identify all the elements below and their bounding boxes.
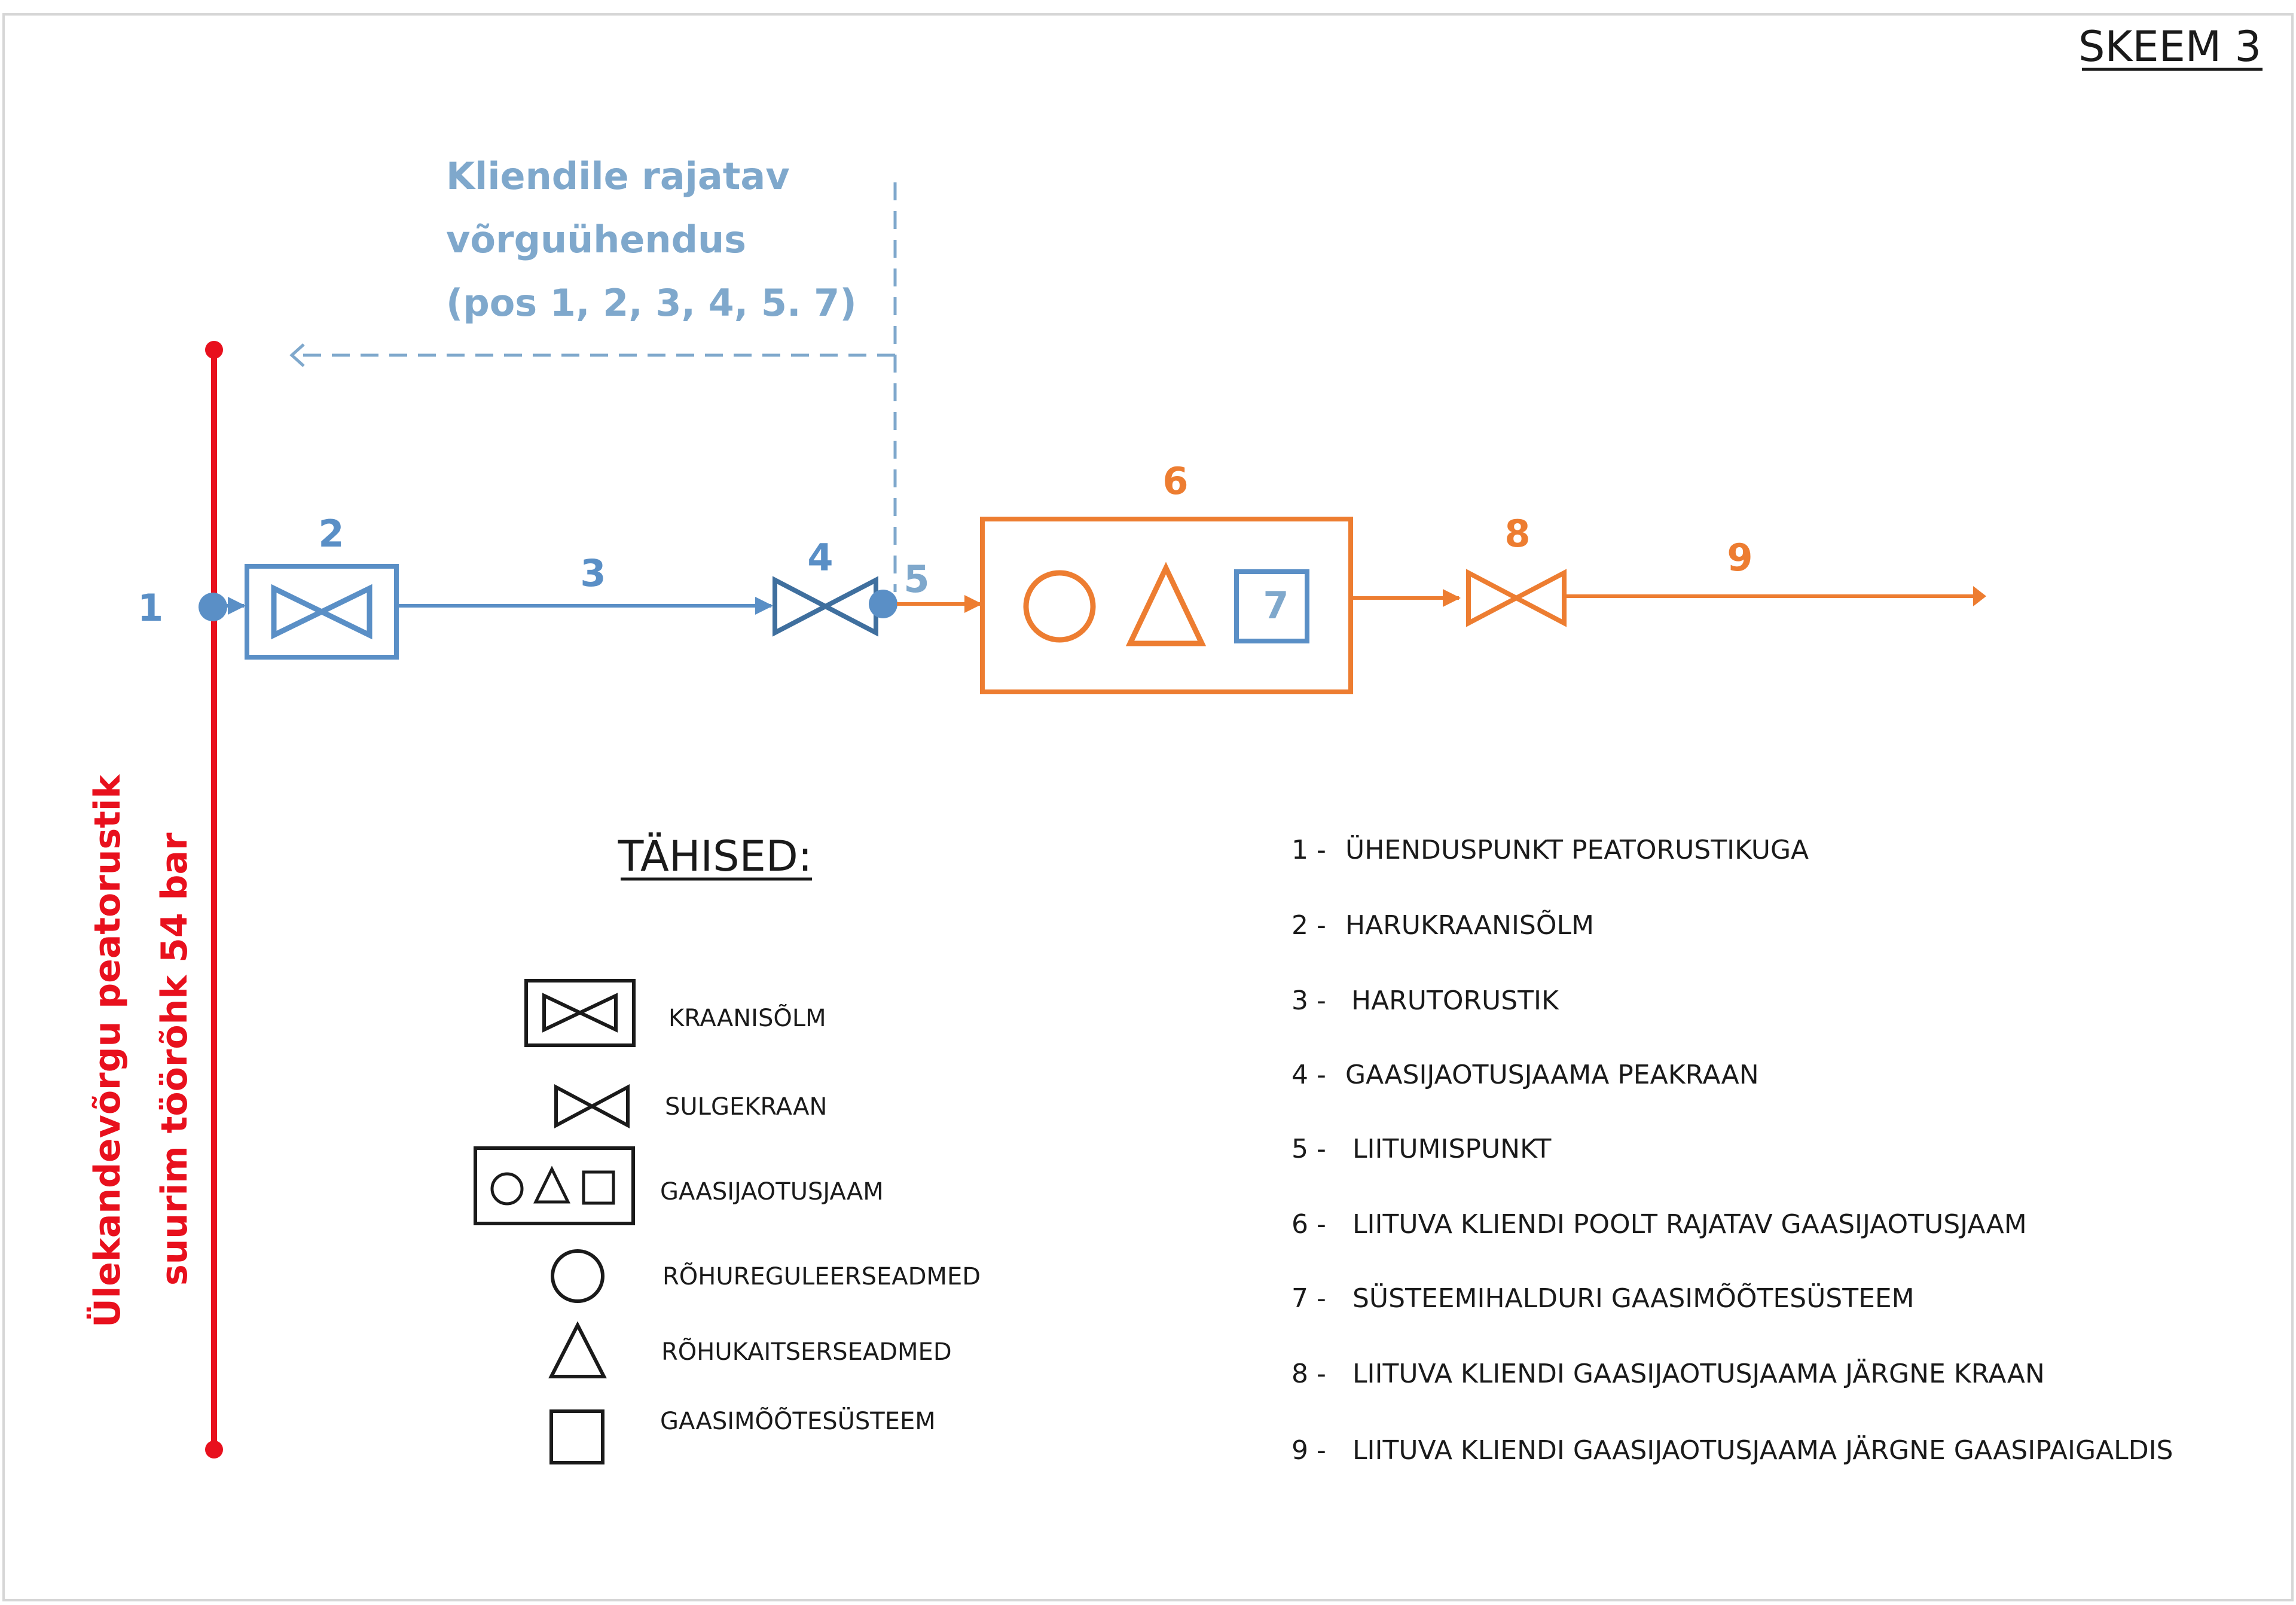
position-label-6: 6	[1162, 459, 1188, 503]
legend-label-regulators: RÕHUREGULEERSEADMED	[662, 1262, 981, 1290]
key-text-3: HARUTORUSTIK	[1351, 985, 1559, 1016]
legend-label-protection: RÕHUKAITSERSEADMED	[661, 1337, 952, 1366]
position-label-4: 4	[807, 536, 833, 579]
legend-label-metering: GAASIMÕÕTESÜSTEEM	[660, 1406, 936, 1435]
note-line-1: Kliendile rajatav	[446, 154, 790, 198]
downstream-valve-8-icon	[1466, 569, 1567, 627]
valve-node-icon	[524, 979, 636, 1047]
key-num-7: 7 -	[1292, 1283, 1326, 1314]
metering-system-7	[1234, 569, 1309, 643]
legend-title: TÄHISED:	[618, 832, 813, 881]
position-label-2: 2	[318, 512, 344, 556]
distribution-station-icon	[474, 1146, 635, 1225]
key-text-4: GAASIJAOTUSJAAMA PEAKRAAN	[1345, 1060, 1759, 1090]
connection-point-5	[869, 590, 897, 618]
key-text-6: LIITUVA KLIENDI POOLT RAJATAV GAASIJAOTU…	[1352, 1209, 2027, 1240]
main-pipe-label-2: suurim töörõhk 54 bar	[154, 832, 196, 1286]
legend-label-shutoff-valve: SULGEKRAAN	[665, 1093, 827, 1121]
key-text-7: SÜSTEEMIHALDURI GAASIMÕÕTESÜSTEEM	[1352, 1283, 1915, 1314]
main-pipe-label-1: Ülekandevõrgu peatorustik	[86, 773, 129, 1328]
position-label-3: 3	[580, 551, 606, 595]
note-line-3: (pos 1, 2, 3, 4, 5. 7)	[446, 281, 857, 325]
client-station-section	[897, 517, 1986, 694]
position-label-8: 8	[1504, 512, 1530, 556]
position-label-5: 5	[903, 557, 929, 601]
key-text-2: HARUKRAANISÕLM	[1345, 910, 1594, 941]
note-line-2: võrguühendus	[446, 218, 746, 261]
triangle-icon	[548, 1321, 607, 1378]
connection-point-1	[199, 593, 227, 621]
square-icon	[549, 1409, 604, 1464]
distribution-station-6	[980, 517, 1353, 694]
key-num-3: 3 -	[1292, 985, 1326, 1016]
position-label-7: 7	[1263, 584, 1289, 627]
legend-label-distribution-station: GAASIJAOTUSJAAM	[660, 1178, 884, 1206]
key-num-5: 5 -	[1292, 1134, 1326, 1164]
boundary-arrow-head	[289, 343, 305, 367]
legend: TÄHISED: KRAANISÕLM SULGEKRAAN GAASIJAOT…	[474, 832, 981, 1464]
key-num-6: 6 -	[1292, 1209, 1326, 1240]
key-num-9: 9 -	[1292, 1435, 1326, 1466]
legend-label-valve-node: KRAANISÕLM	[668, 1003, 826, 1032]
position-label-9: 9	[1727, 536, 1752, 579]
diagram-title: SKEEM 3	[2078, 22, 2261, 71]
main-valve-4-icon	[773, 576, 878, 637]
shutoff-valve-icon	[554, 1084, 630, 1128]
position-key: 1 - ÜHENDUSPUNKT PEATORUSTIKUGA 2 - HARU…	[1292, 834, 2173, 1466]
circle-icon	[551, 1249, 604, 1303]
pressure-protection-icon	[1125, 562, 1207, 646]
branch-valve-2-icon	[271, 584, 373, 640]
outlet-arrow-head	[1973, 586, 1986, 606]
connection-boundary-marker	[293, 182, 897, 592]
key-num-1: 1 -	[1292, 835, 1326, 865]
key-num-8: 8 -	[1292, 1359, 1326, 1389]
main-pipe-end-top	[205, 341, 223, 359]
key-num-4: 4 -	[1292, 1060, 1326, 1090]
position-label-1: 1	[138, 586, 163, 630]
key-num-2: 2 -	[1292, 910, 1326, 941]
page-frame	[2, 13, 2294, 1601]
key-text-9: LIITUVA KLIENDI GAASIJAOTUSJAAMA JÄRGNE …	[1352, 1435, 2173, 1466]
key-text-5: LIITUMISPUNKT	[1352, 1134, 1552, 1164]
key-text-8: LIITUVA KLIENDI GAASIJAOTUSJAAMA JÄRGNE …	[1352, 1358, 2045, 1389]
customer-connection-section	[199, 564, 897, 660]
main-pipe-end-bottom	[205, 1441, 223, 1458]
pressure-regulator-icon	[1023, 570, 1096, 643]
key-text-1: ÜHENDUSPUNKT PEATORUSTIKUGA	[1345, 834, 1809, 865]
